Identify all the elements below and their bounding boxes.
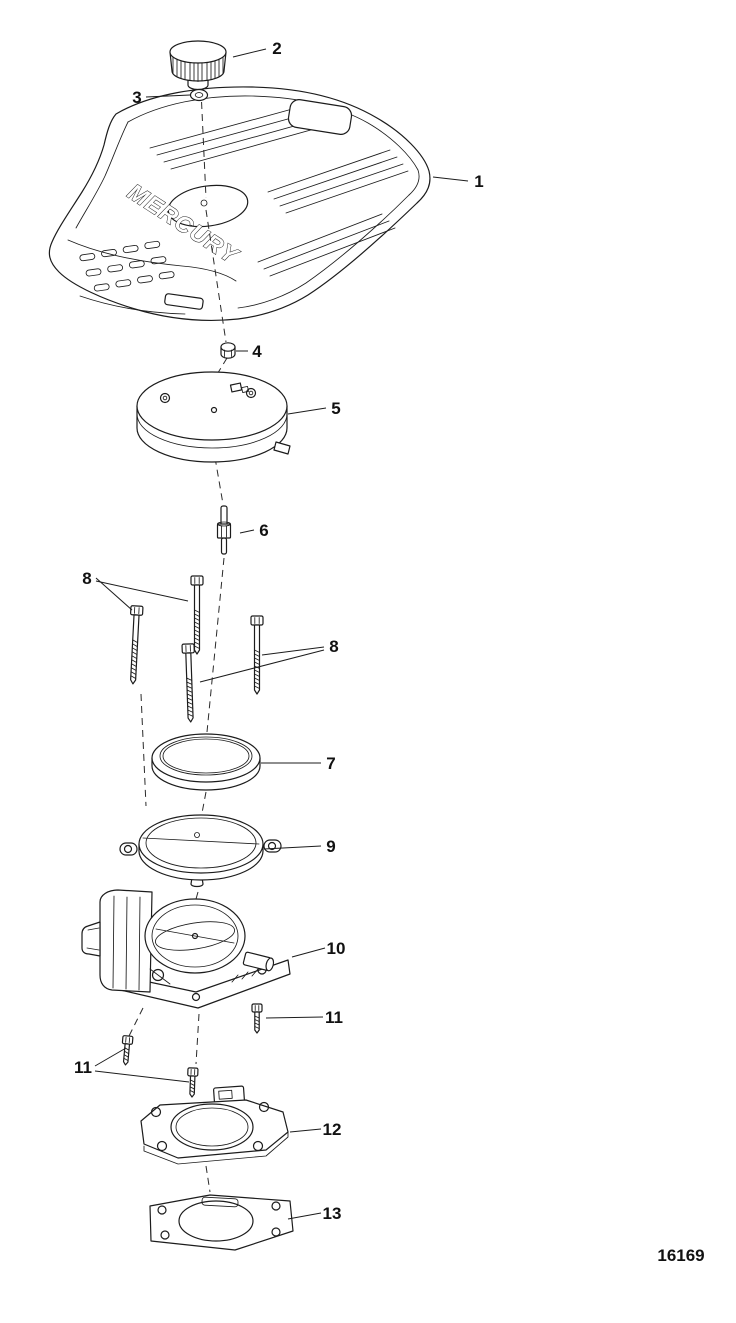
- callout-1: 1: [474, 172, 483, 191]
- leader-9: [263, 845, 322, 850]
- air-box-clip: [229, 382, 243, 393]
- callout-5: 5: [331, 399, 340, 418]
- part-13-gasket: [149, 1194, 294, 1251]
- callout-6: 6: [259, 521, 268, 540]
- callout-2: 2: [272, 39, 281, 58]
- callout-11-left: 11: [74, 1058, 92, 1077]
- leader-12: [289, 1128, 322, 1133]
- part-11-screw-a: [251, 1003, 263, 1034]
- leader-1: [432, 176, 469, 182]
- callout-labels: 2 3 1 4 5 6 8 8 7 9 10 11 11 12 13: [74, 39, 484, 1223]
- part-1-engine-cover: MERCURY: [48, 86, 431, 321]
- leader-8-left-a: [95, 577, 133, 611]
- leader-5: [287, 407, 327, 415]
- leader-6: [239, 529, 255, 534]
- cover-vent-slots: [79, 240, 175, 292]
- cover-plate-ear-left: [119, 842, 138, 856]
- leader-2: [232, 48, 267, 58]
- cover-plate-ear-right: [263, 839, 282, 853]
- part-6-stud: [216, 505, 232, 555]
- figure-number: 16169: [657, 1246, 704, 1265]
- callout-4: 4: [252, 342, 262, 361]
- part-2-cap-knob: [169, 40, 227, 91]
- leader-lines: [94, 48, 469, 1220]
- throttle-connector: [81, 921, 101, 957]
- part-8-screw-c: [181, 643, 198, 723]
- air-box-tab: [273, 441, 291, 455]
- cover-latch: [164, 293, 204, 310]
- callout-7: 7: [326, 754, 335, 773]
- part-7-seal-ring: [151, 733, 261, 791]
- callout-9: 9: [326, 837, 335, 856]
- part-5-air-box: [136, 371, 291, 463]
- part-8-screw-b: [190, 575, 204, 655]
- centerline-dashed: [128, 89, 228, 1193]
- part-8-screw-a: [126, 605, 144, 685]
- part-3-washer: [189, 88, 209, 102]
- part-8-screw-d: [250, 615, 264, 695]
- throttle-nipple: [242, 951, 275, 972]
- callout-11-right: 11: [325, 1008, 343, 1027]
- leader-8-left-b: [95, 580, 189, 602]
- leader-11-left-b: [94, 1070, 190, 1083]
- leader-3: [145, 94, 191, 98]
- cover-groove-lines: [149, 107, 409, 277]
- leader-11-right: [265, 1016, 324, 1019]
- leader-10: [291, 947, 326, 958]
- callout-12: 12: [323, 1120, 342, 1139]
- callout-13: 13: [323, 1204, 342, 1223]
- cover-recess: [287, 99, 353, 135]
- leader-8-right-b: [199, 649, 325, 683]
- part-11-screw-c: [186, 1067, 199, 1098]
- part-9-cover-plate: [119, 814, 282, 888]
- part-12-adapter-plate: [140, 1085, 289, 1165]
- leader-11-left-a: [94, 1047, 127, 1067]
- callout-10: 10: [327, 939, 346, 958]
- callout-3: 3: [132, 88, 141, 107]
- leader-8-right-a: [261, 646, 325, 656]
- leader-13: [287, 1212, 322, 1220]
- part-10-throttle-body: [81, 889, 291, 1009]
- knob-knurl-lines: [172, 56, 224, 82]
- callout-8-left: 8: [82, 569, 91, 588]
- part-4-nut: [220, 342, 236, 359]
- callout-8-right: 8: [329, 637, 338, 656]
